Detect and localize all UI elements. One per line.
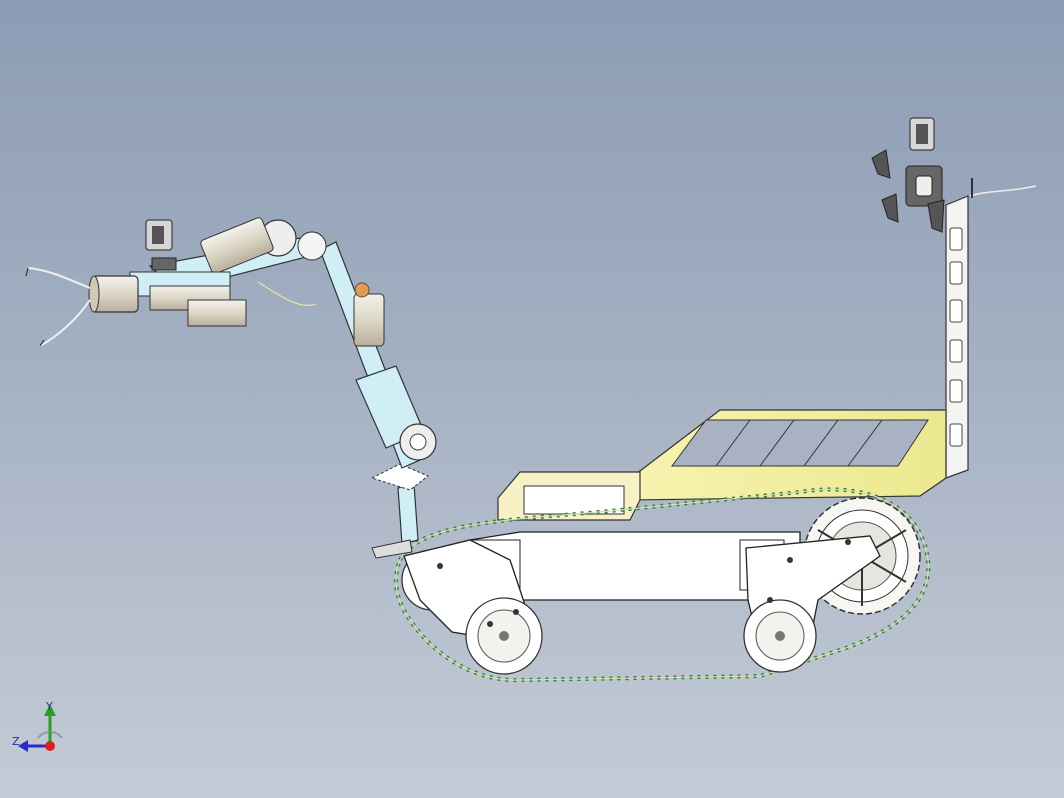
axis-triad: Y Z: [12, 700, 63, 752]
z-axis-label: Z: [12, 735, 20, 748]
manipulator-arm: [25, 217, 437, 559]
z-axis-head: [18, 740, 28, 752]
body-housing: [497, 471, 641, 521]
front-suspension: [401, 539, 543, 675]
mast-camera-top: [871, 117, 945, 233]
cargo-deck: [631, 409, 947, 501]
y-axis-head: [44, 704, 56, 716]
y-axis-label: Y: [45, 700, 53, 713]
x-axis-dot: [45, 741, 55, 751]
rear-suspension: [743, 535, 881, 673]
track-belt: [393, 487, 931, 683]
camera-mast: [945, 178, 1037, 479]
